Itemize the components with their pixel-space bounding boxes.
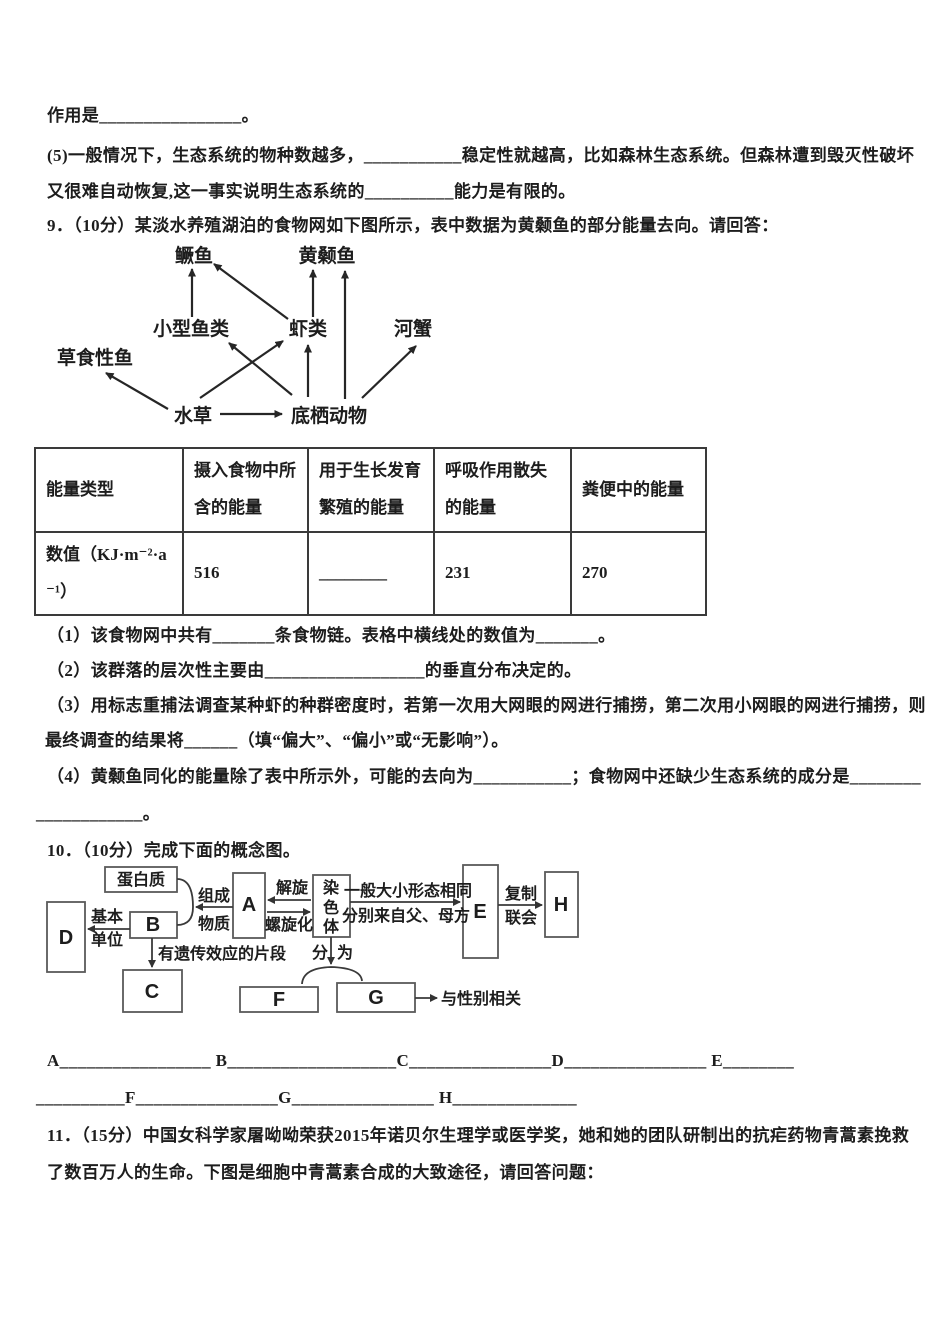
brace-protein-B xyxy=(176,878,194,926)
concept-label-sex-related: 与性别相关 xyxy=(441,989,521,1008)
concept-box-D xyxy=(46,901,86,973)
concept-label-compose-2: 物质 xyxy=(198,914,230,933)
text-line-q11-part1: 11．（15分）中国女科学家屠呦呦荣获2015年诺贝尔生理学或医学奖，她和她的团… xyxy=(47,1126,910,1145)
foodweb-node-waterweed: 水草 xyxy=(174,404,212,427)
concept-label-from-parents: 分别来自父、母方 xyxy=(342,906,470,925)
foodweb-node-mandarin-fish: 鳜鱼 xyxy=(175,244,213,267)
concept-letter-G: G xyxy=(368,987,384,1009)
concept-letter-H: H xyxy=(554,894,568,916)
text-line-q10-title: 10．（10分）完成下面的概念图。 xyxy=(47,841,301,860)
text-line-q5-part1: (5)一般情况下，生态系统的物种数越多，___________稳定性就越高，比如… xyxy=(47,146,915,165)
text-line-q10-blanks-1: A_________________ B___________________C… xyxy=(47,1051,795,1070)
food-web-diagram: 鳜鱼 黄颡鱼 小型鱼类 虾类 河蟹 草食性鱼 水草 底栖动物 xyxy=(57,244,432,427)
text-line-q9-title: 9．（10分）某淡水养殖湖泊的食物网如下图所示，表中数据为黄颡鱼的部分能量去向。… xyxy=(47,216,779,235)
concept-box-E xyxy=(462,864,499,959)
text-line-q11-part2: 了数百万人的生命。下图是细胞中青蒿素合成的大致途径，请回答问题： xyxy=(47,1163,604,1182)
text-line-q9-sub3b: 最终调查的结果将______（填“偏大”、“偏小”或“无影响”）。 xyxy=(45,731,509,750)
concept-label-protein: 蛋白质 xyxy=(117,870,165,889)
concept-map-diagram: 蛋白质 A B C D E F G H 染 色 体 组成 物质 基本 单位 解旋… xyxy=(46,864,579,1013)
arrow-benthic-to-smallfish xyxy=(228,342,293,396)
concept-chromosome-char-2: 色 xyxy=(323,898,339,917)
concept-label-replicate: 复制 xyxy=(504,884,537,903)
concept-letter-B: B xyxy=(146,914,160,936)
concept-label-divide-2: 为 xyxy=(337,943,353,962)
energy-table-header-row: 能量类型 摄入食物中所含的能量 用于生长发育繁殖的能量 呼吸作用散失的能量 粪便… xyxy=(34,447,707,533)
text-line-answer-blank: 作用是________________。 xyxy=(47,106,259,125)
concept-map-arrows xyxy=(87,878,543,1002)
concept-label-genetic-fragment: 有遗传效应的片段 xyxy=(158,944,287,963)
energy-table-header-growth: 用于生长发育繁殖的能量 xyxy=(307,447,435,533)
energy-table-header-type: 能量类型 xyxy=(34,447,184,533)
text-line-q9-sub3a: （3）用标志重捕法调查某种虾的种群密度时，若第一次用大网眼的网进行捕捞，第二次用… xyxy=(47,696,926,715)
energy-table-cell-intake: 516 xyxy=(182,530,309,617)
concept-box-H xyxy=(544,871,579,938)
energy-table: 能量类型 摄入食物中所含的能量 用于生长发育繁殖的能量 呼吸作用散失的能量 粪便… xyxy=(34,447,707,617)
concept-box-F xyxy=(239,986,319,1013)
foodweb-node-benthic-animals: 底栖动物 xyxy=(291,404,367,427)
concept-letter-C: C xyxy=(145,981,159,1003)
text-line-q5-part2: 又很难自动恢复,这一事实说明生态系统的__________能力是有限的。 xyxy=(47,182,576,201)
text-line-q9-sub2: （2）该群落的层次性主要由__________________的垂直分布决定的。 xyxy=(47,661,582,680)
foodweb-arrows xyxy=(105,263,417,418)
text-line-q9-sub1: （1）该食物网中共有_______条食物链。表格中横线处的数值为_______。 xyxy=(47,626,616,645)
energy-table-cell-feces: 270 xyxy=(570,530,707,617)
energy-table-cell-growth: ________ xyxy=(307,530,435,617)
concept-box-A xyxy=(232,872,266,939)
concept-letter-A: A xyxy=(242,894,256,916)
arrow-waterweed-to-herbivore xyxy=(105,372,169,410)
arrow-benthic-to-crab xyxy=(361,345,417,399)
foodweb-node-shrimp: 虾类 xyxy=(289,317,327,340)
concept-label-divide-1: 分 xyxy=(312,944,328,962)
foodweb-node-river-crab: 河蟹 xyxy=(394,317,432,340)
concept-label-compose-1: 组成 xyxy=(198,886,230,905)
bracket-divide-F-G xyxy=(301,966,363,985)
concept-label-same-shape: 一般大小形态相同 xyxy=(344,881,472,900)
concept-label-basic-1: 基本 xyxy=(90,907,123,926)
concept-box-C xyxy=(122,969,183,1013)
energy-table-data-row: 数值（KJ·m⁻²·a⁻¹） 516 ________ 231 270 xyxy=(34,530,707,617)
foodweb-node-small-fish: 小型鱼类 xyxy=(153,317,229,340)
concept-letter-F: F xyxy=(273,989,285,1011)
arrow-waterweed-to-shrimp xyxy=(199,340,284,399)
energy-table-header-respiration: 呼吸作用散失的能量 xyxy=(433,447,572,533)
concept-chromosome-char-3: 体 xyxy=(323,917,340,936)
text-line-q9-sub4a: （4）黄颡鱼同化的能量除了表中所示外，可能的去向为___________；食物网… xyxy=(47,767,921,786)
foodweb-node-yellow-catfish: 黄颡鱼 xyxy=(298,244,355,267)
energy-table-header-feces: 粪便中的能量 xyxy=(570,447,707,533)
concept-label-unwind: 解旋 xyxy=(276,878,309,897)
arrow-shrimp-to-mandarin xyxy=(213,263,289,320)
foodweb-node-herbivorous-fish: 草食性鱼 xyxy=(57,346,133,369)
concept-label-synapsis: 联会 xyxy=(505,908,537,927)
concept-label-basic-2: 单位 xyxy=(91,930,123,949)
text-line-q10-blanks-2: __________F________________G____________… xyxy=(36,1088,578,1107)
energy-table-header-intake: 摄入食物中所含的能量 xyxy=(182,447,309,533)
concept-chromosome-char-1: 染 xyxy=(322,878,340,897)
energy-table-cell-unit: 数值（KJ·m⁻²·a⁻¹） xyxy=(34,530,184,617)
text-line-q9-sub4b: ____________。 xyxy=(36,804,161,823)
concept-letter-E: E xyxy=(473,901,486,923)
energy-table-cell-respiration: 231 xyxy=(433,530,572,617)
concept-label-coil: 螺旋化 xyxy=(265,915,313,934)
concept-letter-D: D xyxy=(59,927,73,949)
